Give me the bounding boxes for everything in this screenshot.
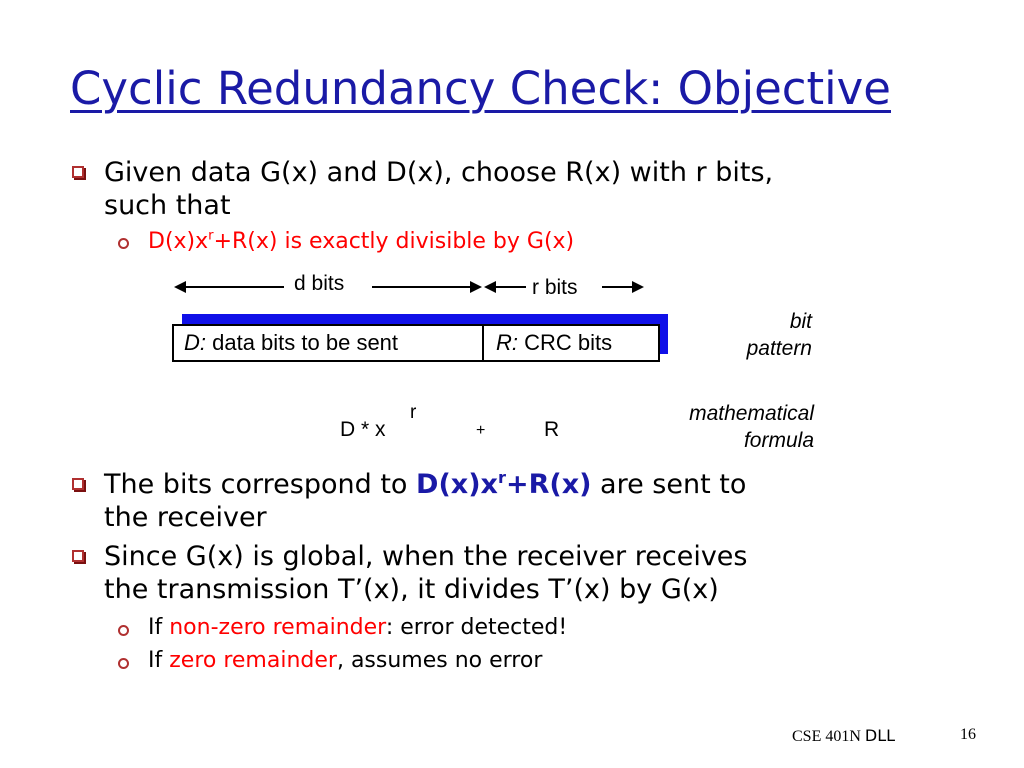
- sub-bullet-divisible: D(x)xr+R(x) is exactly divisible by G(x): [148, 228, 574, 256]
- data-box: [172, 324, 484, 362]
- formula-text: +R(x) is exactly divisible by G(x): [213, 229, 575, 254]
- bullet-bits-sent: The bits correspond to D(x)xr+R(x) are s…: [104, 468, 746, 534]
- crc-box-text: R: CRC bits: [496, 330, 612, 356]
- d-bits-right-arrow: [372, 281, 482, 293]
- bullet-line: Since G(x) is global, when the receiver …: [104, 541, 748, 572]
- crc-label: R:: [496, 330, 518, 355]
- bullet-line: the receiver: [104, 502, 267, 533]
- caption-line: formula: [743, 429, 814, 452]
- bullet-line: the transmission T’(x), it divides T’(x)…: [104, 574, 719, 605]
- slide-title: Cyclic Redundancy Check: Objective: [70, 62, 891, 115]
- data-description: data bits to be sent: [212, 330, 399, 355]
- bullet-square-icon: [72, 478, 84, 490]
- bullet-line: Given data G(x) and D(x), choose R(x) wi…: [104, 157, 774, 188]
- bullet-circle-icon: [118, 625, 129, 636]
- slide-number: 16: [960, 726, 976, 743]
- text: are sent to: [591, 469, 747, 500]
- bullet-square-icon: [72, 166, 84, 178]
- bullet-circle-icon: [118, 658, 129, 669]
- superscript: r: [208, 228, 214, 244]
- superscript: r: [497, 468, 506, 487]
- formula-bold: D(x)xr+R(x): [416, 469, 591, 500]
- highlight-text: zero remainder: [169, 648, 337, 673]
- crc-box: [482, 324, 660, 362]
- caption-line: mathematical: [689, 402, 814, 425]
- d-bits-left-arrow: [174, 281, 284, 293]
- formula-plus: +: [476, 422, 486, 439]
- r-bits-label: r bits: [532, 276, 578, 299]
- bit-pattern-caption: bit pattern: [680, 308, 812, 362]
- formula-d-times-x: D * x: [340, 418, 386, 442]
- bullet-square-icon: [72, 550, 84, 562]
- formula-term: D * x: [340, 418, 386, 441]
- sub-bullet-nonzero: If non-zero remainder: error detected!: [148, 614, 567, 642]
- sub-bullet-zero: If zero remainder, assumes no error: [148, 647, 542, 675]
- text: If: [148, 615, 170, 640]
- bullet-line: The bits correspond to D(x)xr+R(x) are s…: [104, 468, 746, 501]
- text: , assumes no error: [336, 648, 543, 673]
- text: The bits correspond to: [104, 469, 417, 500]
- r-bits-right-arrow: [602, 281, 644, 293]
- data-label: D:: [184, 330, 206, 355]
- formula-exponent: r: [410, 402, 417, 423]
- course-code: CSE 401N: [792, 728, 861, 745]
- text: If: [148, 648, 170, 673]
- footer-course: CSE 401N DLL: [792, 726, 895, 746]
- text: : error detected!: [385, 615, 568, 640]
- formula-text: D(x)x: [416, 469, 498, 500]
- bullet-line: such that: [104, 190, 231, 221]
- bullet-receiver-divides: Since G(x) is global, when the receiver …: [104, 540, 747, 606]
- d-bits-label: d bits: [294, 272, 345, 295]
- caption-line: bit: [789, 310, 812, 333]
- caption-line: pattern: [746, 337, 812, 360]
- bullet-circle-icon: [118, 238, 129, 249]
- topic: DLL: [864, 726, 896, 745]
- r-bits-left-arrow: [484, 281, 526, 293]
- highlight-text: non-zero remainder: [169, 615, 386, 640]
- data-box-text: D: data bits to be sent: [184, 330, 398, 356]
- formula-text: +R(x): [505, 469, 592, 500]
- bullet-given-data: Given data G(x) and D(x), choose R(x) wi…: [104, 156, 773, 222]
- mathematical-formula-caption: mathematical formula: [600, 400, 814, 454]
- formula-r: R: [544, 418, 560, 441]
- formula-text: D(x)x: [148, 229, 209, 254]
- crc-description: CRC bits: [524, 330, 613, 355]
